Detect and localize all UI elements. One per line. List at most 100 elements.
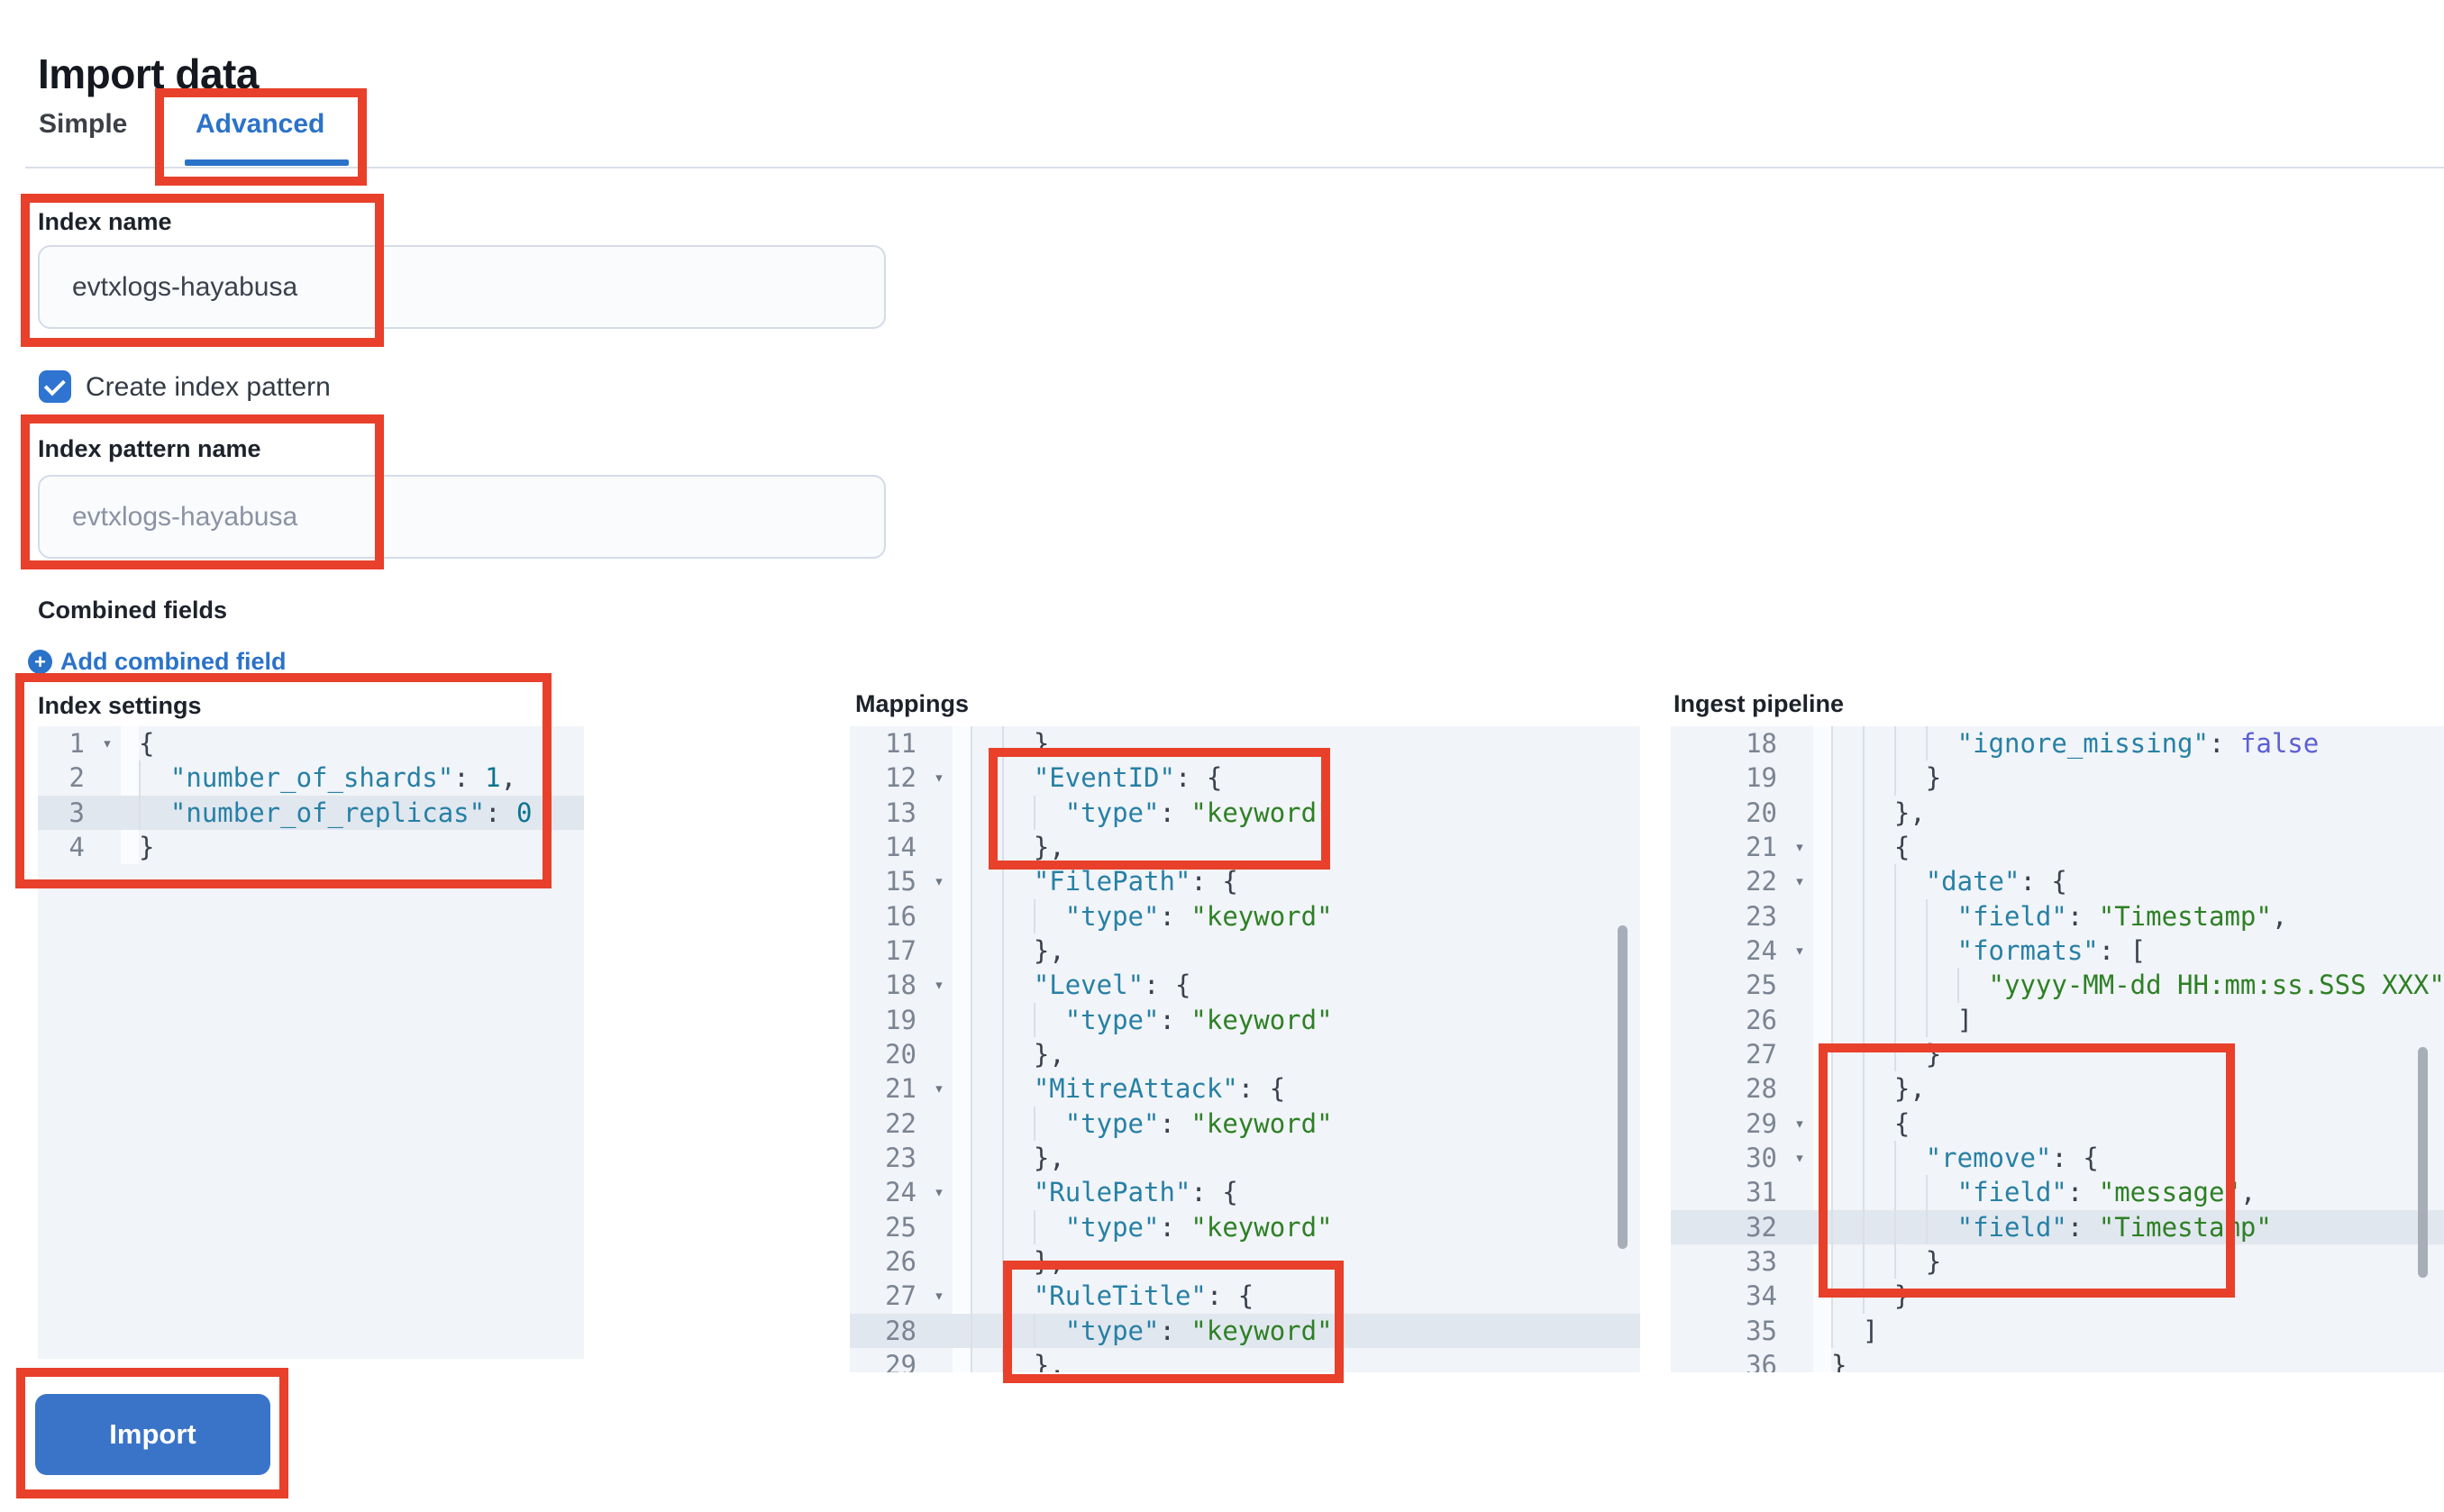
import-button[interactable]: Import xyxy=(35,1394,270,1475)
page-title: Import data xyxy=(38,50,259,97)
code-line: 34} xyxy=(1671,1279,2444,1314)
gutter-strip xyxy=(953,898,971,934)
fold-arrow-icon[interactable]: ▾ xyxy=(934,871,944,892)
code-line: 15▾"FilePath": { xyxy=(850,864,1640,899)
index-pattern-name-input[interactable] xyxy=(38,475,886,559)
code-line: 19} xyxy=(1671,761,2444,796)
fold-arrow-icon[interactable]: ▾ xyxy=(1794,1113,1805,1134)
code-line: 26] xyxy=(1671,1002,2444,1037)
line-number: 25 xyxy=(1746,970,1777,1001)
code-line: 23"field": "Timestamp", xyxy=(1671,898,2444,934)
code-line: 26}, xyxy=(850,1243,1640,1280)
line-number: 20 xyxy=(885,1038,916,1070)
gutter-strip xyxy=(1813,1002,1831,1037)
line-number: 24 xyxy=(1746,934,1777,966)
code-text: "date": { xyxy=(1831,864,2067,899)
create-index-pattern-label[interactable]: Create index pattern xyxy=(86,372,331,402)
fold-arrow-icon[interactable]: ▾ xyxy=(934,1079,944,1099)
code-text: "EventID": { xyxy=(971,761,1222,796)
code-line: 16"type": "keyword" xyxy=(850,898,1640,934)
fold-arrow-icon[interactable]: ▾ xyxy=(1794,1147,1805,1168)
line-number: 23 xyxy=(885,1142,916,1173)
gutter-strip xyxy=(953,1002,971,1037)
line-number: 19 xyxy=(1746,762,1777,794)
add-combined-field-link[interactable]: + Add combined field xyxy=(28,648,287,676)
code-line: 36} xyxy=(1671,1347,2444,1372)
code-text: "type": "keyword" xyxy=(971,898,1333,934)
code-line: 30▾"remove": { xyxy=(1671,1140,2444,1176)
fold-arrow-icon[interactable]: ▾ xyxy=(102,733,113,753)
code-line: 4} xyxy=(38,829,584,865)
code-line: 35] xyxy=(1671,1313,2444,1348)
line-number: 29 xyxy=(1746,1107,1777,1139)
line-number: 28 xyxy=(885,1315,916,1346)
gutter-strip xyxy=(1813,1140,1831,1176)
code-text: "number_of_replicas": 0 xyxy=(139,795,533,830)
line-number: 2 xyxy=(68,762,85,794)
gutter-strip xyxy=(953,1243,971,1280)
gutter-strip xyxy=(953,795,971,830)
index-name-input[interactable] xyxy=(38,245,886,329)
line-number: 20 xyxy=(1746,797,1777,828)
mappings-scrollbar-thumb[interactable] xyxy=(1618,925,1628,1249)
code-text: } xyxy=(1831,1279,1910,1314)
gutter-strip xyxy=(1813,864,1831,899)
code-text: "RulePath": { xyxy=(971,1175,1238,1210)
code-line: 21▾{ xyxy=(1671,829,2444,865)
create-index-pattern-checkbox[interactable] xyxy=(39,370,71,403)
gutter-strip xyxy=(1813,1036,1831,1072)
line-number: 25 xyxy=(885,1211,916,1243)
code-line: 18"ignore_missing": false xyxy=(1671,726,2444,761)
gutter-strip xyxy=(1813,1243,1831,1280)
code-text: ] xyxy=(1831,1002,1973,1037)
tab-simple[interactable]: Simple xyxy=(39,109,128,139)
code-text: }, xyxy=(971,829,1065,865)
fold-arrow-icon[interactable]: ▾ xyxy=(934,768,944,788)
code-line: 32"field": "Timestamp" xyxy=(1671,1209,2444,1244)
line-number: 21 xyxy=(885,1073,916,1105)
ingest-pipeline-label: Ingest pipeline xyxy=(1673,690,1845,717)
code-text: ] xyxy=(1831,1313,1878,1348)
gutter-strip xyxy=(953,1314,971,1348)
line-number: 27 xyxy=(885,1280,916,1312)
ingest-scrollbar-thumb[interactable] xyxy=(2418,1047,2428,1278)
gutter-strip xyxy=(121,726,139,761)
code-line: 29▾{ xyxy=(1671,1106,2444,1141)
fold-arrow-icon[interactable]: ▾ xyxy=(1794,871,1805,892)
code-line: 23}, xyxy=(850,1140,1640,1176)
code-text: } xyxy=(1831,1349,1847,1372)
code-text: }, xyxy=(1831,795,1926,830)
code-line: 19"type": "keyword" xyxy=(850,1002,1640,1037)
line-number: 35 xyxy=(1746,1315,1777,1346)
line-number: 3 xyxy=(68,797,85,828)
index-settings-editor[interactable]: 1▾{2"number_of_shards": 1,3"number_of_re… xyxy=(38,726,584,1359)
code-line: 28"type": "keyword" xyxy=(850,1313,1640,1348)
tab-advanced[interactable]: Advanced xyxy=(196,109,325,139)
code-text: }, xyxy=(971,1036,1065,1072)
code-line: 31"field": "message", xyxy=(1671,1175,2444,1210)
mappings-editor[interactable]: 11},12▾"EventID": {13"type": "keyword"14… xyxy=(850,726,1640,1372)
line-number: 36 xyxy=(1746,1349,1777,1372)
code-line: 29}, xyxy=(850,1347,1640,1372)
line-number: 12 xyxy=(885,762,916,794)
code-line: 21 ▾ "MitreAttack": { xyxy=(850,1071,1640,1107)
code-text: "number_of_shards": 1, xyxy=(139,761,516,796)
line-number: 19 xyxy=(885,1004,916,1035)
fold-arrow-icon[interactable]: ▾ xyxy=(1794,940,1805,961)
fold-arrow-icon[interactable]: ▾ xyxy=(934,975,944,996)
line-number: 34 xyxy=(1746,1280,1777,1312)
gutter-strip xyxy=(953,864,971,899)
checkmark-icon xyxy=(43,373,66,396)
code-line: 17}, xyxy=(850,933,1640,969)
fold-arrow-icon[interactable]: ▾ xyxy=(934,1182,944,1203)
fold-arrow-icon[interactable]: ▾ xyxy=(1794,836,1805,857)
mappings-label: Mappings xyxy=(855,690,969,717)
line-number: 4 xyxy=(68,831,85,862)
gutter-strip xyxy=(121,796,139,830)
fold-arrow-icon[interactable]: ▾ xyxy=(934,1286,944,1307)
code-line: 14}, xyxy=(850,829,1640,865)
code-line: 20}, xyxy=(1671,795,2444,830)
code-text: "MitreAttack": { xyxy=(971,1071,1285,1107)
gutter-strip xyxy=(953,1209,971,1244)
